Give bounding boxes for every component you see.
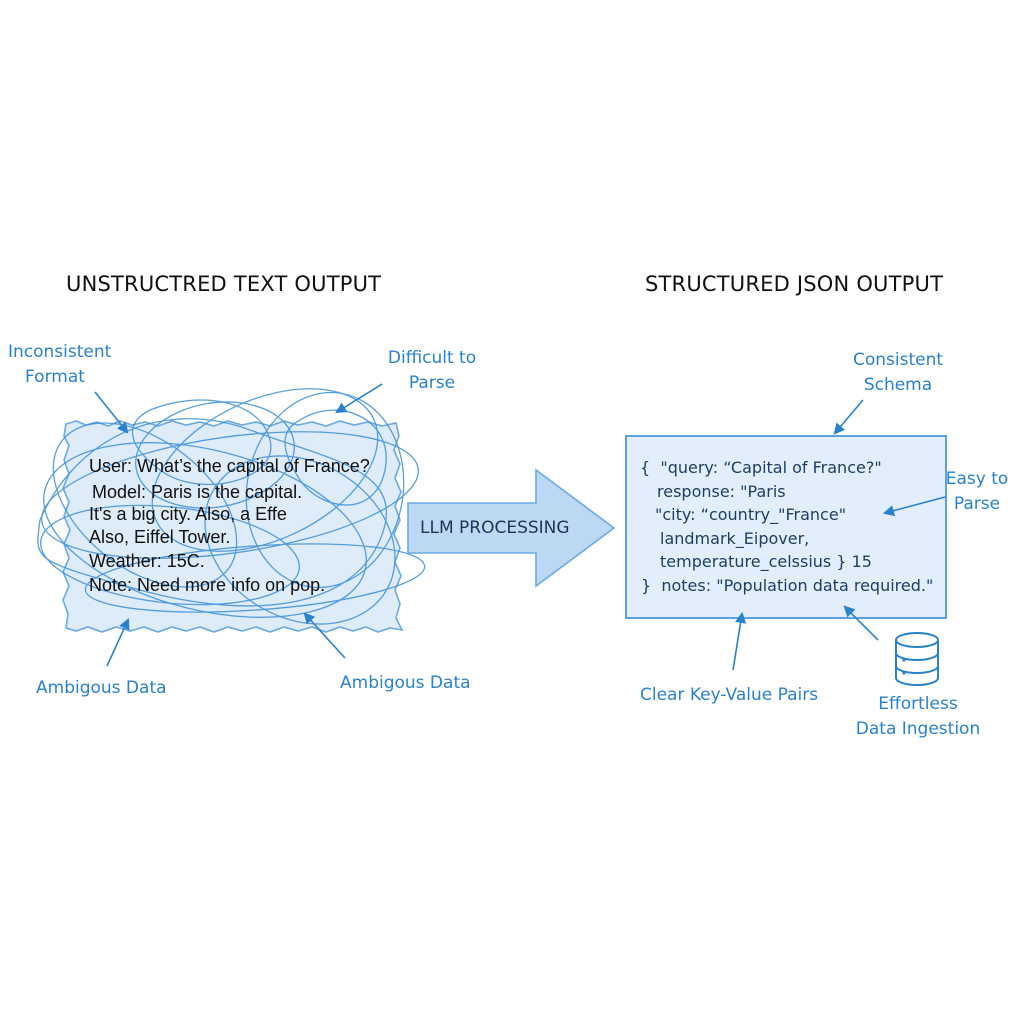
json-line-2: response: "Paris (657, 482, 786, 501)
json-line-5: temperature_celssius } 15 (660, 552, 872, 571)
right-heading: STRUCTURED JSON OUTPUT (645, 272, 944, 296)
raw-line-5: Weather: 15C. (89, 551, 205, 571)
annotation-effortless-ingestion: Effortless Data Ingestion (855, 694, 981, 739)
raw-line-2: Model: Paris is the capital. (92, 482, 303, 502)
arrow-label: LLM PROCESSING (420, 518, 570, 538)
annotation-consistent-schema: Consistent Schema (852, 350, 944, 395)
annotation-ambiguous-left: Ambigous Data (36, 678, 167, 698)
annotation-easy-to-parse: Easy to Parse (945, 469, 1009, 514)
annotation-ambiguous-right: Ambigous Data (340, 673, 471, 693)
llm-processing-arrow (407, 468, 616, 588)
annotation-clear-key-value: Clear Key-Value Pairs (640, 685, 819, 705)
annotation-inconsistent-format: Inconsistent Format (8, 342, 112, 387)
scribble-lines (37, 388, 426, 625)
database-icon (895, 632, 939, 686)
annotation-difficult-to-parse: Difficult to Parse (387, 348, 477, 393)
raw-line-1: User: What’s the capital of France? (89, 456, 370, 476)
raw-line-4: Also, Eiffel Tower. (89, 527, 231, 547)
json-line-3: "city: “country_"France" (655, 505, 847, 524)
left-heading: UNSTRUCTRED TEXT OUTPUT (66, 272, 382, 296)
json-box (625, 435, 947, 619)
json-line-1: { "query: “Capital of France?" (640, 458, 882, 477)
raw-line-6: Note: Need more info on pop. (89, 575, 326, 595)
raw-line-3: It's a big city. Also, a Effe (89, 504, 287, 524)
json-line-6: } notes: "Population data required." (641, 576, 934, 595)
json-line-4: landmark_Eipover, (660, 529, 810, 548)
